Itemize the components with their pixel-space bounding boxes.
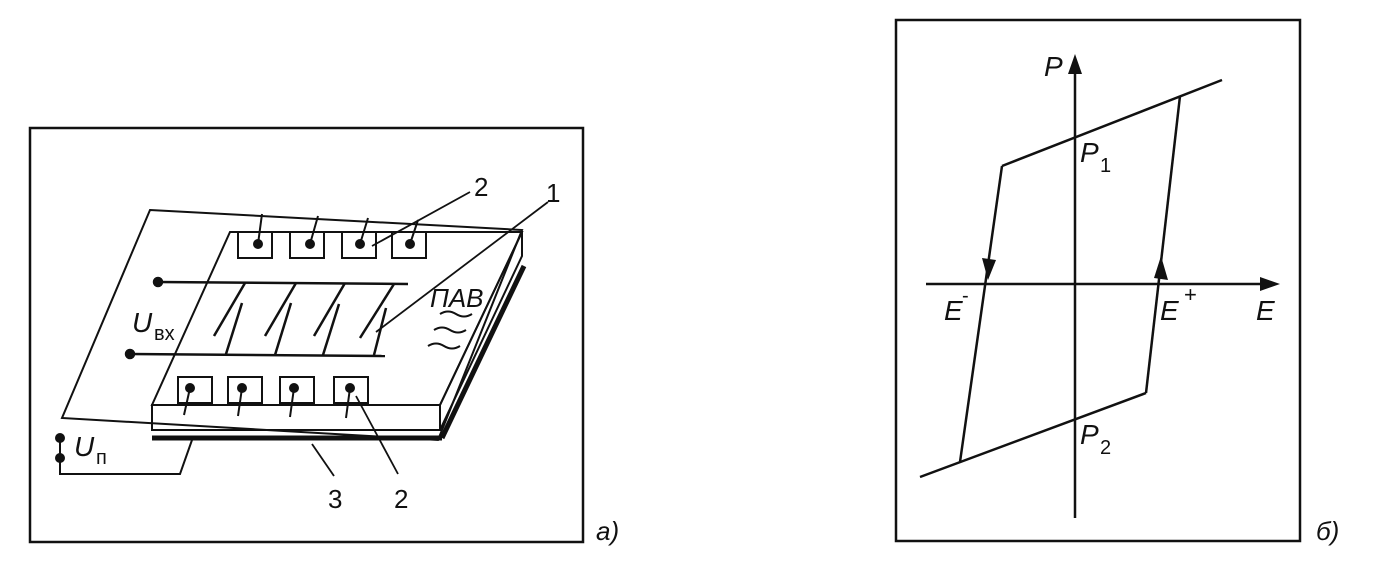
wave-marks	[427, 310, 473, 350]
label-p1-sub: 1	[1100, 155, 1111, 177]
label-1: 1	[546, 178, 560, 208]
label-pav: ПАВ	[430, 283, 484, 313]
input-busbars	[124, 276, 409, 360]
panel-b: P E P 1 P 2 E - E + б)	[894, 18, 1339, 546]
panel-a-caption: а)	[596, 516, 619, 546]
leader-lines	[311, 191, 549, 477]
up-arrow	[1154, 256, 1168, 280]
panel-a-frame	[28, 126, 585, 544]
hysteresis-loop	[919, 78, 1223, 479]
top-contact-pads	[237, 213, 427, 259]
label-e-plus-sup: +	[1184, 282, 1197, 307]
bias-wiring	[55, 433, 193, 475]
panel-b-caption: б)	[1316, 516, 1339, 546]
label-3: 3	[328, 484, 342, 514]
label-p1: P	[1080, 137, 1099, 168]
down-arrow	[982, 258, 996, 280]
axes	[926, 64, 1268, 518]
label-u-in-sub: вх	[154, 323, 175, 345]
label-e-minus: E	[944, 295, 963, 326]
label-e-minus-sup: -	[962, 285, 969, 307]
crystal-slab	[150, 231, 524, 431]
label-2-top: 2	[474, 172, 488, 202]
label-e-axis: E	[1256, 295, 1275, 326]
p-axis-arrow	[1068, 54, 1082, 74]
label-u-p-sub: п	[96, 447, 107, 469]
label-u-p: U	[74, 431, 95, 462]
panel-b-frame	[894, 18, 1302, 543]
e-axis-arrow	[1260, 277, 1280, 291]
label-u-in: U	[132, 307, 153, 338]
panel-a: 2 1 ПАВ U вх U п 3 2 а)	[28, 126, 619, 546]
bottom-electrode	[152, 264, 527, 441]
interdigital-fingers	[212, 282, 396, 356]
label-p-axis: P	[1044, 51, 1063, 82]
label-2-bottom: 2	[394, 484, 408, 514]
label-e-plus: E	[1160, 295, 1179, 326]
label-p2: P	[1080, 419, 1099, 450]
bottom-contact-pads	[177, 376, 369, 419]
label-p2-sub: 2	[1100, 437, 1111, 459]
